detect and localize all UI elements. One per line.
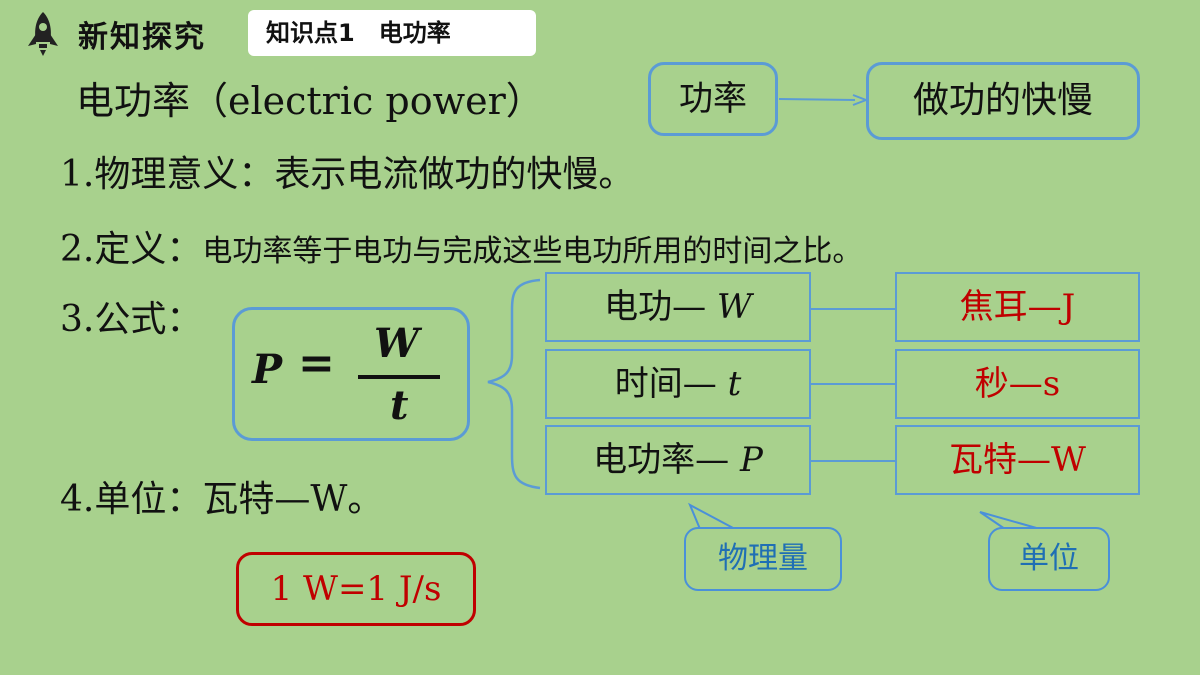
quantity-symbol: t xyxy=(727,364,742,404)
formula-equals: = xyxy=(298,338,335,389)
point-physical-meaning: 1.物理意义：表示电流做功的快慢。 xyxy=(60,145,634,197)
unit-cell: 秒—s xyxy=(895,349,1140,419)
quantity-cell: 时间— t xyxy=(545,349,811,419)
formula-denominator: t xyxy=(390,382,409,429)
point-label: 2.定义： xyxy=(60,229,203,270)
point-label: 1.物理意义： xyxy=(60,154,275,195)
point-definition: 2.定义：电功率等于电功与完成这些电功所用的时间之比。 xyxy=(60,220,862,272)
formula-box xyxy=(232,307,470,441)
unit-relation-box: 1 W=1 J/s xyxy=(236,552,476,626)
point-text: 表示电流做功的快慢。 xyxy=(274,154,635,195)
unit-cell: 焦耳—J xyxy=(895,272,1140,342)
point-text: 电功率等于电功与完成这些电功所用的时间之比。 xyxy=(202,234,863,269)
formula-lhs: P xyxy=(252,346,283,393)
quantity-name: 电功率— xyxy=(593,440,740,480)
quantity-name: 电功— xyxy=(604,287,717,327)
rocket-icon xyxy=(22,10,64,56)
quantity-symbol: P xyxy=(739,440,763,480)
knowledge-point-tag: 知识点1 电功率 xyxy=(248,10,536,56)
concept-key-box: 功率 xyxy=(648,62,778,136)
page-title: 电功率（electric power） xyxy=(76,79,544,123)
quantity-name: 时间— xyxy=(614,364,728,404)
fraction-bar xyxy=(358,375,440,379)
callout-physical-quantity: 物理量 xyxy=(684,527,842,591)
formula-numerator: W xyxy=(374,320,419,367)
quantity-cell: 电功— W xyxy=(545,272,811,342)
point-formula-label: 3.公式： xyxy=(60,299,203,340)
point-text: 瓦特—W。 xyxy=(202,479,384,520)
callout-unit: 单位 xyxy=(988,527,1110,591)
point-unit: 4.单位：瓦特—W。 xyxy=(60,470,383,522)
concept-value-box: 做功的快慢 xyxy=(866,62,1140,140)
quantity-cell: 电功率— P xyxy=(545,425,811,495)
unit-cell: 瓦特—W xyxy=(895,425,1140,495)
section-title: 新知探究 xyxy=(78,20,206,55)
quantity-symbol: W xyxy=(716,287,752,327)
point-label: 4.单位： xyxy=(60,479,203,520)
